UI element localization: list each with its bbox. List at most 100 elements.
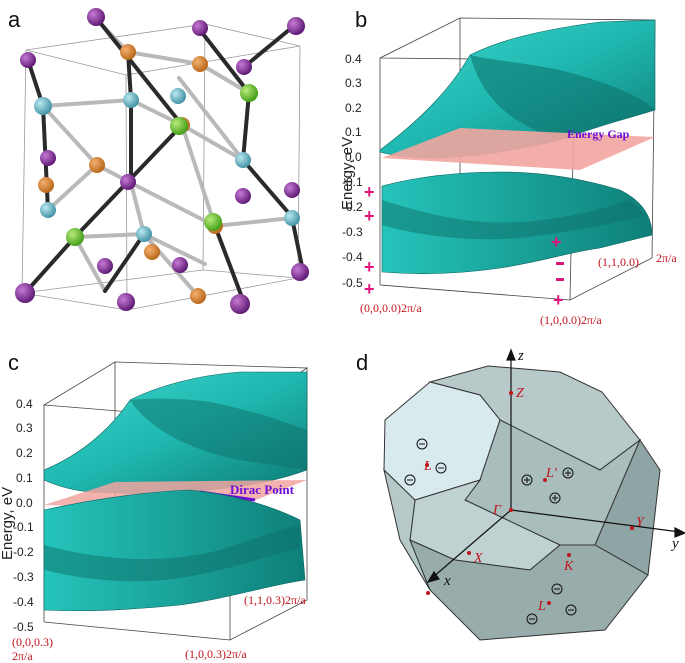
point-Gamma: Γ <box>492 503 502 518</box>
atom-purple <box>40 150 56 166</box>
atom-purple <box>230 294 250 314</box>
tick-label: -0.2 <box>13 545 34 559</box>
tick-label: -0.5 <box>342 276 363 290</box>
atom-orange <box>38 177 54 193</box>
lower-band-shading <box>382 200 645 240</box>
atom-orange <box>144 244 160 260</box>
minus-marker <box>556 278 564 281</box>
point-K: K <box>563 559 574 574</box>
unit-cell-box <box>21 23 301 311</box>
atom-green <box>66 228 84 246</box>
panel-b: b Energy, eV 0.4 0.3 0.2 0.1 0.0 -0.1 -0… <box>339 7 677 327</box>
high-symmetry-points: Z L L' Γ X Y K L <box>423 386 646 614</box>
atom-cyan <box>34 97 52 115</box>
bonds <box>23 17 305 302</box>
point-L-prime: L' <box>545 466 558 481</box>
atom-purple <box>236 59 252 75</box>
minus-circle <box>565 604 577 616</box>
tick-label: 0.0 <box>16 496 33 510</box>
point-dot <box>467 551 471 555</box>
point-dot <box>509 508 513 512</box>
atom-orange <box>120 44 136 60</box>
atom-orange <box>190 288 206 304</box>
axis-label-y: y <box>670 536 679 552</box>
atom-purple <box>97 258 113 274</box>
minus-circle <box>416 438 428 450</box>
tick-label: -0.3 <box>13 570 34 584</box>
k-label: (1,0,0.0)2π/a <box>540 313 602 327</box>
axis-label-x: x <box>443 573 451 589</box>
atom-purple <box>287 17 305 35</box>
tick-label: 0.1 <box>16 471 33 485</box>
tick-label: 0.1 <box>345 125 362 139</box>
tick-label: 0.4 <box>16 397 33 411</box>
minus-marker <box>556 262 564 265</box>
atom-purple <box>20 52 36 68</box>
minus-circle <box>551 583 563 595</box>
plus-marker: + <box>364 182 375 202</box>
plus-marker: + <box>551 232 562 252</box>
k-label: (0,0,0.3) <box>12 635 53 649</box>
minus-circle <box>404 474 416 486</box>
brillouin-zone <box>383 365 661 641</box>
atom-green <box>240 84 258 102</box>
point-dot <box>425 463 429 467</box>
point-L-lower: L <box>537 599 546 614</box>
atom-purple <box>284 182 300 198</box>
panel-b-letter: b <box>355 7 367 32</box>
dirac-point-label: Dirac Point <box>230 482 295 497</box>
point-Z: Z <box>516 386 524 401</box>
atom-purple <box>235 188 251 204</box>
atom-purple <box>117 293 135 311</box>
minus-circle <box>435 462 447 474</box>
parity-markers: + + + + + + <box>364 182 564 310</box>
axis-label-z: z <box>517 348 524 364</box>
energy-gap-plane <box>382 128 655 170</box>
point-L: L <box>423 459 432 474</box>
plus-marker: + <box>364 206 375 226</box>
plus-circle <box>521 474 533 486</box>
atom-purple <box>291 263 309 281</box>
minus-circle <box>526 613 538 625</box>
tick-label: -0.4 <box>13 595 34 609</box>
point-dot <box>567 553 571 557</box>
atom-cyan <box>40 202 56 218</box>
atom-purple <box>172 257 188 273</box>
point-Y: Y <box>636 515 646 530</box>
atom-green <box>204 213 222 231</box>
tick-label: 0.2 <box>16 446 33 460</box>
bz-bottom-hex-face <box>409 539 649 641</box>
plus-marker: + <box>364 279 375 299</box>
bz-axes <box>426 348 685 583</box>
tick-label: 0.2 <box>345 101 362 115</box>
atoms <box>15 8 309 314</box>
point-dot <box>547 601 551 605</box>
point-dot <box>426 591 430 595</box>
upper-band-shading <box>470 55 655 140</box>
panel-c-energy-axis: Energy, eV 0.4 0.3 0.2 0.1 0.0 -0.1 -0.2… <box>0 397 34 634</box>
tick-label: -0.2 <box>342 200 363 214</box>
panel-d-letter: d <box>356 350 368 375</box>
upper-band-shading <box>130 398 307 470</box>
panel-d: d z y x Z L L' Γ <box>356 348 685 641</box>
atom-purple <box>15 283 35 303</box>
tick-label: 0.3 <box>16 421 33 435</box>
tick-label: 0.0 <box>345 150 362 164</box>
k-label: (0,0,0.0)2π/a <box>360 301 422 315</box>
lower-band-shading <box>44 525 300 582</box>
point-dot <box>543 478 547 482</box>
panel-b-ylabel: Energy, eV <box>339 137 356 210</box>
atom-cyan <box>235 152 251 168</box>
plus-marker: + <box>364 257 375 277</box>
parity-signs <box>404 438 577 625</box>
panel-c-ylabel: Energy, eV <box>0 487 16 560</box>
plus-circle <box>562 467 574 479</box>
atom-cyan <box>284 210 300 226</box>
atom-cyan <box>170 88 186 104</box>
atom-purple <box>192 20 208 36</box>
k-label: 2π/a <box>12 649 33 663</box>
atom-purple <box>87 8 105 26</box>
point-dot <box>630 526 634 530</box>
plus-marker: + <box>553 290 564 310</box>
